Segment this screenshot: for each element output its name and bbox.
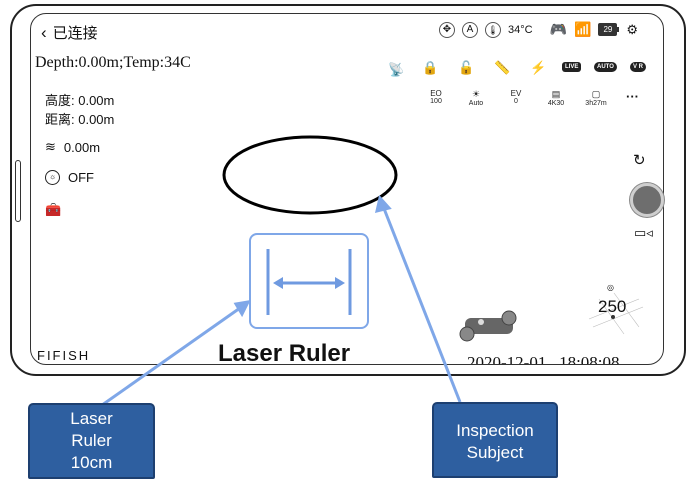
battery-level: 29 [598, 23, 618, 36]
wave-depth-value: 0.00m [63, 139, 101, 155]
resolution-setting[interactable]: ▤ 4K30 [541, 89, 571, 107]
battery-icon: 29 [598, 23, 620, 36]
vr-icon[interactable]: V R [630, 62, 647, 72]
target-icon: ◎ [607, 283, 614, 292]
arm-lock-icon[interactable]: 🔓 [458, 60, 475, 75]
iso-icon: EO [430, 89, 442, 98]
callout-line: Inspection [456, 421, 534, 440]
laser-ruler-callout: Laser Ruler 10cm [28, 403, 155, 479]
brand-logo: FIFISH [37, 348, 91, 363]
ev-value: 0 [514, 98, 518, 105]
callout-line: Subject [466, 443, 524, 462]
sun-icon: ☀ [471, 89, 481, 99]
light-toggle[interactable]: ☼ OFF [45, 170, 94, 185]
back-button[interactable]: ‹ 已连接 [41, 22, 98, 43]
resolution-icon: ▤ [551, 89, 561, 99]
settings-gear-icon[interactable]: ⚙ [626, 21, 639, 37]
inspection-ellipse [222, 135, 398, 215]
ev-icon: EV [510, 89, 522, 98]
compass-calibrate-icon[interactable]: ✥ [439, 21, 455, 38]
compass-heading: 250 [598, 297, 627, 316]
video-mode-icon[interactable]: ▭◃ [634, 225, 653, 240]
light-icon: ☼ [45, 170, 60, 185]
gamepad-icon: 🎮 [549, 21, 568, 37]
white-balance-setting[interactable]: ☀ Auto [461, 89, 491, 107]
shutter-button[interactable] [630, 183, 664, 217]
height-readout: 高度: 0.00m [45, 93, 115, 108]
distance-readout: 距离: 0.00m [45, 112, 115, 127]
lock-icon[interactable]: 🔒 [422, 60, 439, 75]
compass-widget: 250 ◎ [569, 269, 659, 339]
auto-icon[interactable]: AUTO [594, 62, 617, 72]
laser-ruler-box [249, 233, 369, 329]
storage-remaining: 3h27m [585, 100, 607, 107]
sd-card-icon: ▢ [591, 89, 601, 99]
light-state: OFF [68, 170, 94, 185]
thermometer-icon: 🌡 [485, 21, 501, 38]
iso-setting[interactable]: EO 100 [421, 89, 451, 105]
callout-line: Laser [70, 409, 113, 428]
more-icon[interactable]: ··· [626, 89, 639, 104]
storage-setting[interactable]: ▢ 3h27m [581, 89, 611, 107]
callout-line: Ruler [71, 431, 112, 450]
device-side-button [15, 160, 21, 222]
flash-off-icon[interactable]: ⚡ [530, 60, 547, 75]
white-balance-value: Auto [468, 100, 484, 107]
drone-icon [451, 304, 531, 349]
ruler-icon[interactable]: 📏 [494, 60, 511, 75]
wifi-signal-icon[interactable]: 📡 [388, 62, 405, 77]
app-screen: ‹ 已连接 ✥ A 🌡 34°C 🎮 📶 29 ⚙ Depth:0.00m;Te… [30, 13, 664, 365]
ev-setting[interactable]: EV 0 [501, 89, 531, 105]
depth-temp-readout: Depth:0.00m;Temp:34C [35, 54, 191, 71]
callout-line: 10cm [70, 453, 113, 472]
toolbox-icon[interactable]: 🧰 [45, 202, 62, 217]
temperature-value: 34°C [508, 23, 533, 36]
auto-mode-icon[interactable]: A [462, 21, 478, 38]
iso-value: 100 [430, 98, 442, 105]
connection-status: 已连接 [52, 25, 98, 42]
switch-camera-icon[interactable]: ↻ [633, 152, 646, 169]
live-icon[interactable]: LIVE [562, 62, 582, 72]
datetime-stamp: 2020-12-01 18:08:08 [467, 353, 620, 365]
resolution-value: 4K30 [547, 100, 565, 107]
wave-depth-icon: ≋ [45, 139, 56, 154]
laser-ruler-title: Laser Ruler [218, 340, 351, 367]
laser-ruler-arrow-icon [266, 249, 352, 315]
control-toolbar: 📡 🔒 🔓 📏 ⚡ LIVE AUTO V R [386, 58, 663, 82]
compass-grid-icon [588, 292, 644, 335]
chevron-left-icon: ‹ [41, 22, 47, 42]
inspection-subject-callout: Inspection Subject [432, 402, 558, 478]
wifi-icon: 📶 [574, 21, 592, 37]
